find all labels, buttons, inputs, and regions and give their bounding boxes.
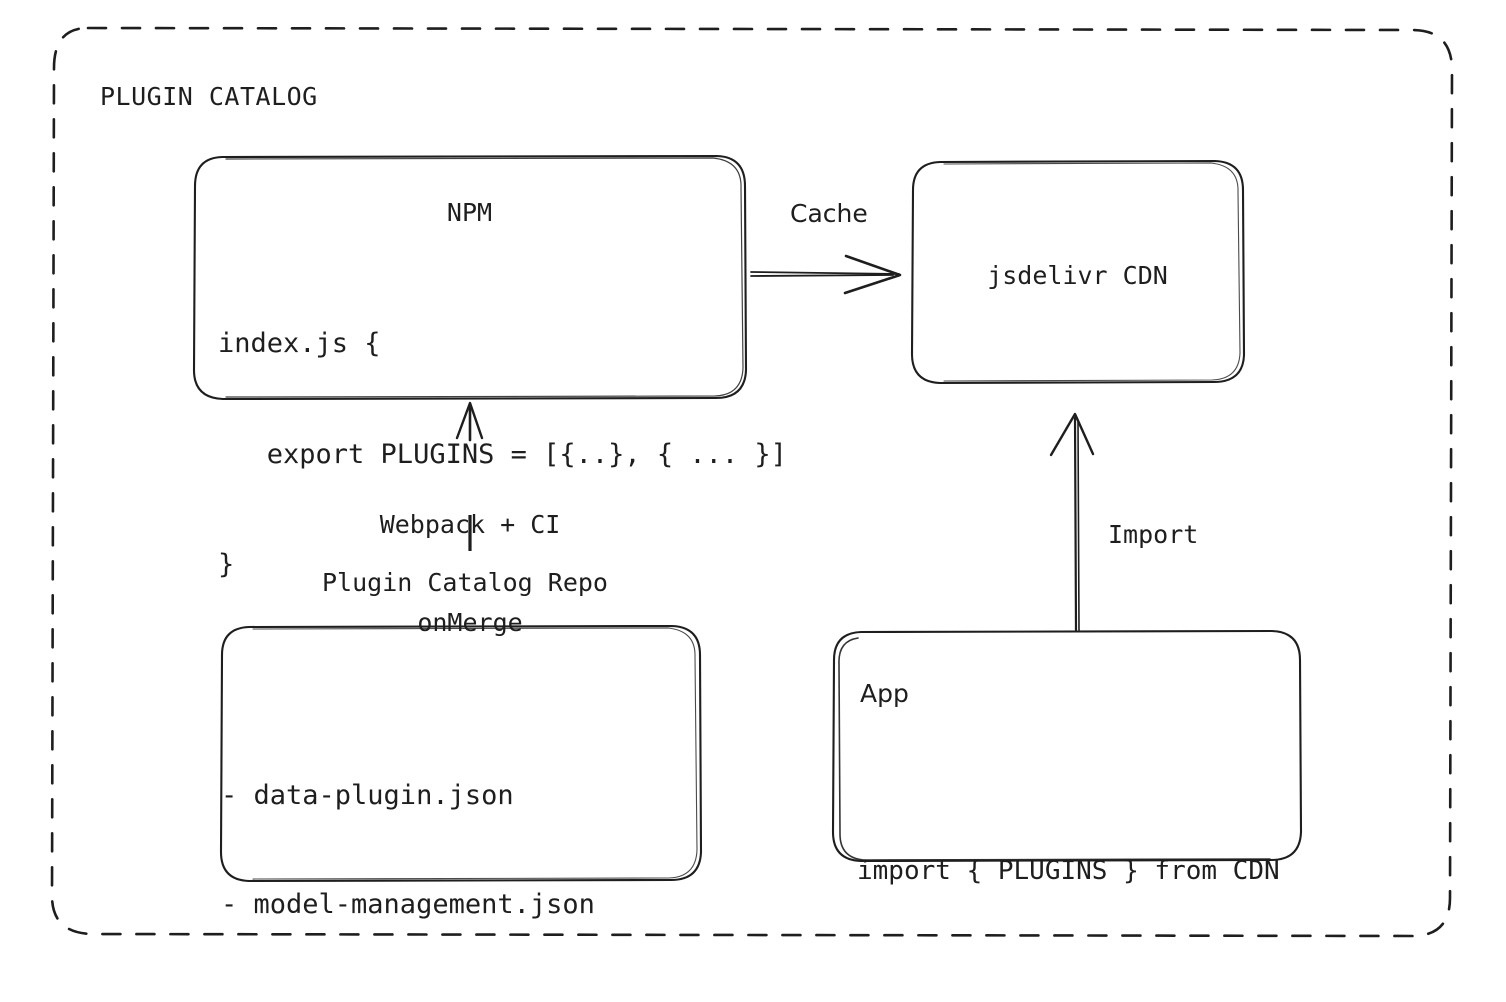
npm-code-line: } (218, 548, 235, 580)
npm-code-line: export PLUGINS = [{..}, { ... }] (218, 438, 787, 470)
npm-code-line: index.js { (218, 328, 381, 360)
npm-code-block: index.js { export PLUGINS = [{..}, { ...… (218, 253, 787, 657)
build-edge-label-line1: Webpack + CI (379, 510, 561, 539)
import-arrow (1049, 412, 1095, 632)
cdn-node-title: jsdelivr CDN (987, 261, 1168, 290)
import-edge-label: Import (1108, 520, 1199, 549)
app-code-block: import { PLUGINS } from CDN PLUGINS.forE… (857, 735, 1280, 1002)
app-node-title: App (860, 679, 909, 708)
repo-file-item: ... (221, 995, 595, 1002)
build-edge-label: Webpack + CI onMerge (330, 444, 610, 704)
repo-file-list: - data-plugin.json - model-management.js… (221, 706, 595, 1002)
repo-file-item: - data-plugin.json (221, 780, 514, 812)
repo-file-item: - model-management.json (221, 888, 595, 920)
cache-edge-label: Cache (790, 199, 868, 228)
app-code-line: import { PLUGINS } from CDN (857, 856, 1280, 887)
repo-node-caption: Plugin Catalog Repo (322, 568, 608, 597)
npm-node-title: NPM (446, 198, 493, 227)
group-title: PLUGIN CATALOG (100, 82, 318, 111)
build-edge-label-line2: onMerge (417, 607, 523, 637)
